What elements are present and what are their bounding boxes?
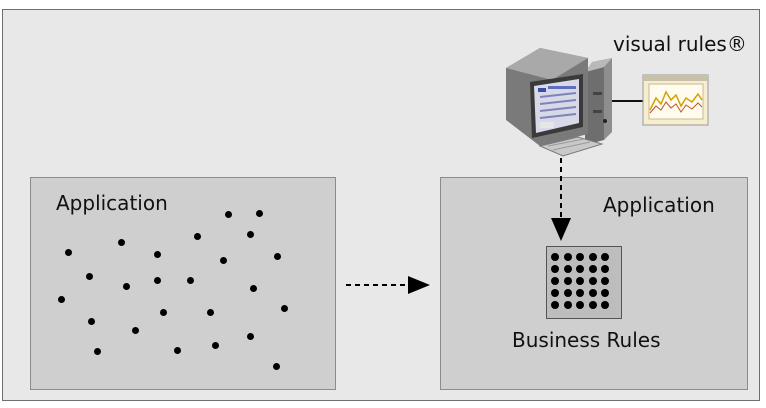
rule-dot: [131, 326, 139, 334]
rules-chart-icon: [642, 74, 709, 126]
grid-rule-dot: [601, 253, 609, 261]
grid-rule-dot: [601, 301, 609, 309]
grid-rule-dot: [563, 277, 572, 285]
target-application-label: Application: [603, 193, 715, 217]
source-application-label: Application: [56, 191, 168, 215]
grid-rule-dot: [551, 289, 559, 297]
grid-rule-dot: [588, 277, 597, 285]
rule-dot: [85, 272, 93, 280]
rule-dot: [206, 308, 214, 316]
extraction-arrow: [346, 276, 430, 294]
rule-dot: [87, 317, 95, 325]
grid-rule-dot: [588, 265, 597, 273]
rule-dot: [219, 256, 227, 264]
grid-rule-dot: [576, 289, 584, 297]
grid-rule-dot: [601, 277, 609, 285]
computer-workstation-icon: [506, 48, 644, 157]
rule-dot: [249, 284, 257, 292]
rule-dot: [273, 252, 281, 260]
grid-rule-dot: [601, 289, 609, 297]
rule-dot: [64, 248, 72, 256]
rule-dot: [224, 210, 232, 218]
rule-dot: [280, 304, 288, 312]
rule-dot: [186, 276, 194, 284]
visual-rules-label: visual rules®: [613, 32, 747, 56]
deployment-arrow: [551, 158, 571, 241]
business-rules-label: Business Rules: [512, 328, 661, 352]
grid-rule-dot: [551, 277, 559, 285]
rule-dot: [246, 332, 254, 340]
grid-rule-dot: [563, 289, 572, 297]
rule-dot: [246, 230, 254, 238]
grid-rule-dot: [576, 265, 584, 273]
rule-dot: [159, 308, 167, 316]
rule-dot: [153, 250, 161, 258]
grid-rule-dot: [576, 277, 584, 285]
grid-rule-dot: [588, 253, 597, 261]
grid-rule-dot: [563, 301, 572, 309]
rule-dot: [122, 282, 130, 290]
source-application-panel: [30, 177, 336, 390]
grid-rule-dot: [601, 265, 609, 273]
rule-dot: [255, 209, 263, 217]
grid-rule-dot: [563, 253, 572, 261]
rule-dot: [272, 362, 280, 370]
rule-dot: [193, 232, 201, 240]
grid-rule-dot: [576, 253, 584, 261]
rule-dot: [173, 346, 181, 354]
grid-rule-dot: [576, 301, 584, 309]
rule-dot: [93, 347, 101, 355]
rule-dot: [57, 295, 65, 303]
grid-rule-dot: [551, 301, 559, 309]
rule-dot: [153, 276, 161, 284]
rule-dot: [211, 341, 219, 349]
grid-rule-dot: [563, 265, 572, 273]
grid-rule-dot: [551, 265, 559, 273]
rule-dot: [117, 238, 125, 246]
grid-rule-dot: [551, 253, 559, 261]
grid-rule-dot: [588, 301, 597, 309]
grid-rule-dot: [588, 289, 597, 297]
